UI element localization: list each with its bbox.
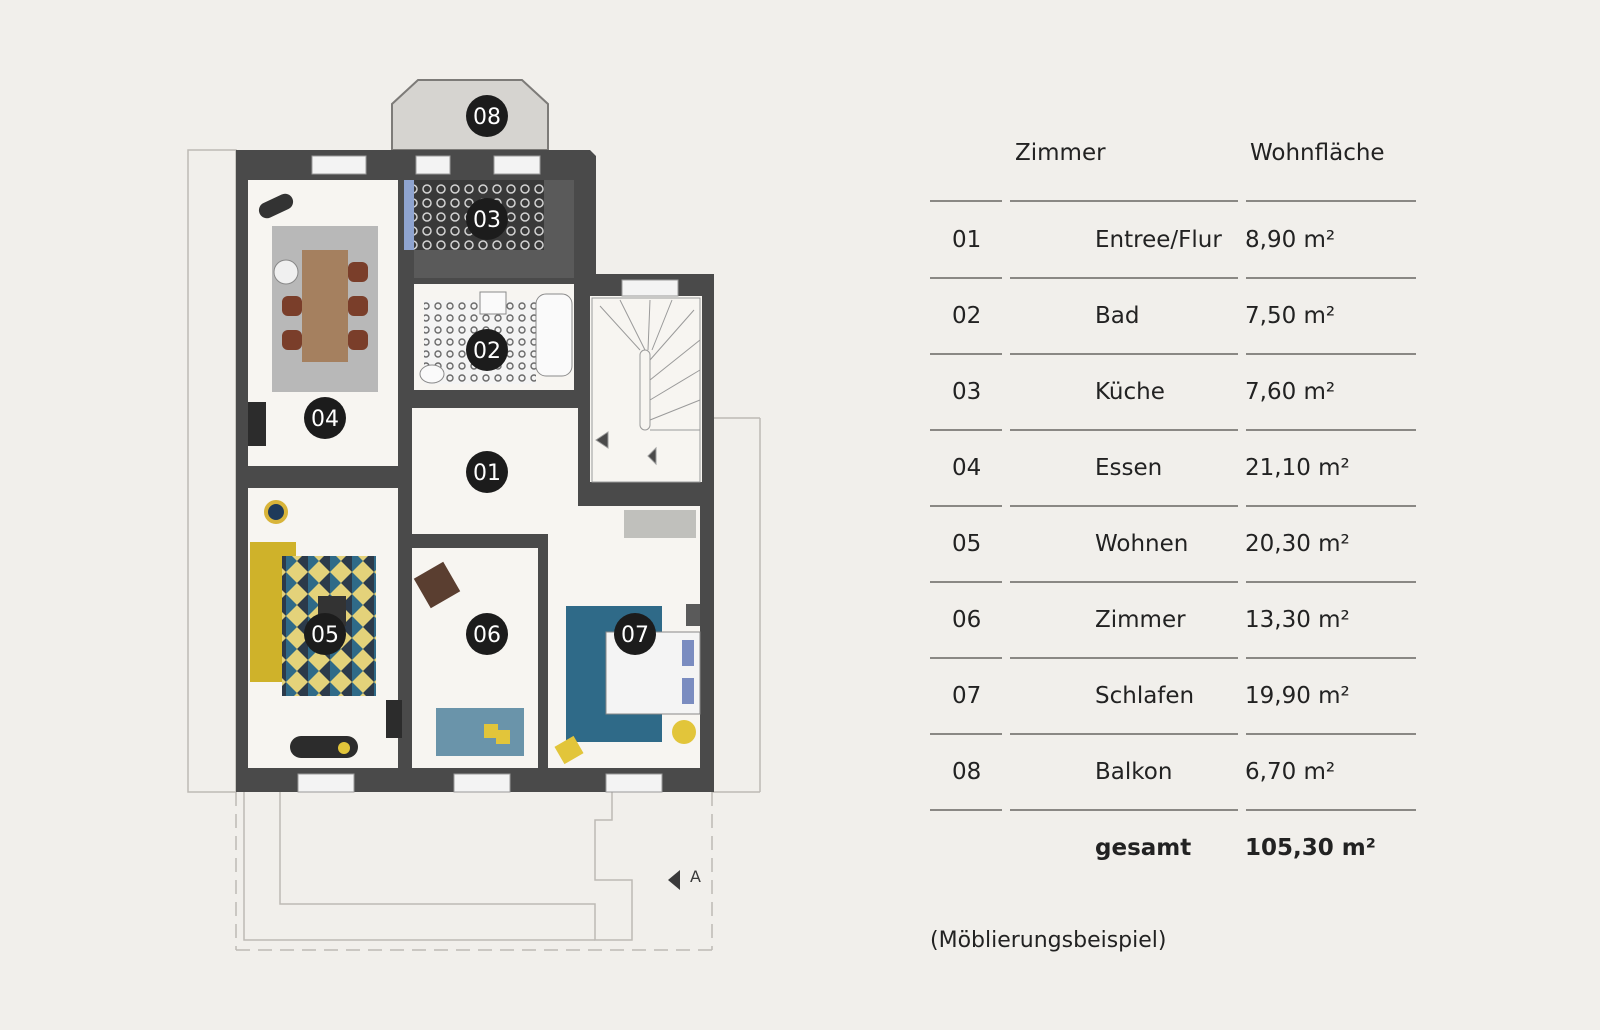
bedroom-furniture: [554, 510, 701, 765]
room-marker-04: [304, 397, 346, 439]
room-area: 7,50 m²: [1245, 303, 1336, 329]
room-number: 04: [952, 455, 982, 481]
room-area: 8,90 m²: [1245, 227, 1336, 253]
room-area: 19,90 m²: [1245, 683, 1350, 709]
room-marker-label: 04: [311, 407, 339, 432]
site-outline: [187, 149, 761, 951]
room-marker-06: [466, 613, 508, 655]
table-row: 04 Essen 21,10 m²: [930, 430, 1420, 507]
room-name: Schlafen: [1095, 683, 1195, 709]
room-table: Zimmer Wohnfläche 01 Entree/Flur 8,90 m² 02…: [930, 140, 1420, 886]
room-area: 7,60 m²: [1245, 379, 1336, 405]
table-row: 02 Bad 7,50 m²: [930, 278, 1420, 355]
table-row: 01 Entree/Flur 8,90 m²: [930, 202, 1420, 279]
table-header: Zimmer Wohnfläche: [930, 140, 1420, 202]
room-name: Bad: [1095, 303, 1140, 329]
room06-furniture: [413, 561, 524, 756]
room-name: Wohnen: [1095, 531, 1189, 557]
room-marker-label: 05: [311, 623, 339, 648]
dining-furniture: [248, 193, 378, 446]
room-markers: 01 02 03 04 05 06 07 08: [304, 95, 656, 655]
section-marker-label: A: [690, 867, 701, 886]
room-name: Entree/Flur: [1095, 227, 1222, 253]
total-area: 105,30 m²: [1245, 835, 1376, 861]
room-marker-label: 06: [473, 623, 501, 648]
room-number: 02: [952, 303, 982, 329]
header-area: Wohnfläche: [1250, 140, 1385, 166]
room-number: 05: [952, 531, 982, 557]
room-area: 20,30 m²: [1245, 531, 1350, 557]
staircase: [591, 297, 701, 483]
furnishing-note: (Möblierungsbeispiel): [930, 928, 1167, 953]
floor-plan: 01 02 03 04 05 06 07 08 A: [187, 79, 761, 951]
room-marker-label: 08: [473, 105, 501, 130]
room-marker-label: 07: [621, 623, 649, 648]
table-row: 08 Balkon 6,70 m²: [930, 734, 1420, 811]
room-number: 07: [952, 683, 982, 709]
total-label: gesamt: [1095, 835, 1192, 861]
room-marker-label: 01: [473, 461, 501, 486]
windows: [297, 155, 679, 793]
table-row: 07 Schlafen 19,90 m²: [930, 658, 1420, 735]
room-area: 13,30 m²: [1245, 607, 1350, 633]
room-marker-03: [466, 198, 508, 240]
room-marker-05: [304, 613, 346, 655]
section-arrow-icon: [668, 870, 680, 890]
room-name: Zimmer: [1095, 607, 1186, 633]
room-number: 08: [952, 759, 982, 785]
room-number: 03: [952, 379, 982, 405]
room-marker-07: [614, 613, 656, 655]
room-area: 21,10 m²: [1245, 455, 1350, 481]
table-row: 06 Zimmer 13,30 m²: [930, 582, 1420, 659]
room-name: Küche: [1095, 379, 1165, 405]
room-number: 01: [952, 227, 982, 253]
header-room: Zimmer: [1015, 140, 1106, 166]
table-row: 03 Küche 7,60 m²: [930, 354, 1420, 431]
room-marker-label: 03: [473, 208, 501, 233]
room-number: 06: [952, 607, 982, 633]
table-row: 05 Wohnen 20,30 m²: [930, 506, 1420, 583]
total-row: gesamt 105,30 m²: [930, 810, 1420, 886]
room-marker-08: [466, 95, 508, 137]
room-marker-label: 02: [473, 339, 501, 364]
room-name: Balkon: [1095, 759, 1173, 785]
room-marker-01: [466, 451, 508, 493]
room-name: Essen: [1095, 455, 1163, 481]
room-area: 6,70 m²: [1245, 759, 1336, 785]
room-marker-02: [466, 329, 508, 371]
